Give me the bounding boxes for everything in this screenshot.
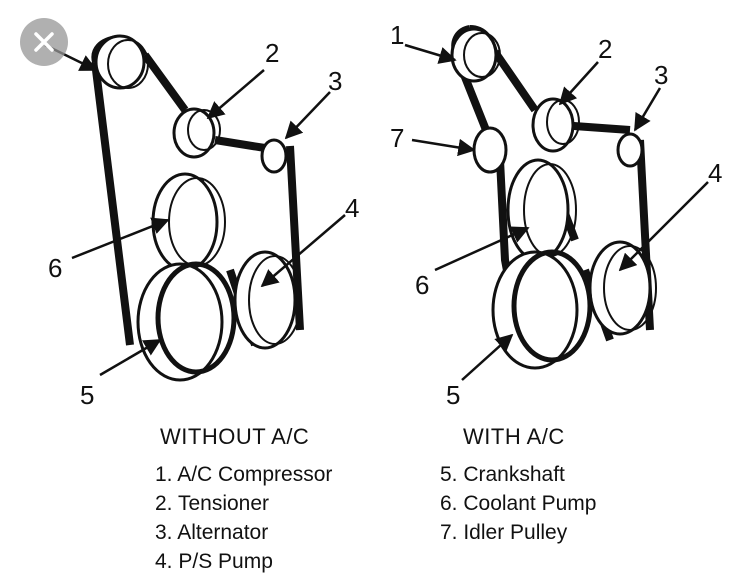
right-crank-pulley bbox=[491, 250, 579, 370]
left-arrow-crank bbox=[99, 338, 162, 377]
legend-column-1: 1. A/C Compressor 2. Tensioner 3. Altern… bbox=[155, 460, 332, 576]
right-arrow-idler bbox=[411, 138, 476, 157]
left-label-pspump: 4 bbox=[345, 193, 360, 223]
left-label-coolant: 6 bbox=[48, 253, 63, 283]
right-label-tensioner: 2 bbox=[598, 34, 613, 64]
right-coolant-pulley bbox=[506, 158, 570, 262]
left-crank-pulley bbox=[136, 262, 224, 382]
without-ac-diagram bbox=[44, 34, 346, 382]
left-alternator-pulley bbox=[260, 138, 288, 174]
right-compressor-pulley bbox=[450, 27, 498, 83]
right-tensioner-pulley bbox=[531, 97, 575, 153]
caption-without-ac: WITHOUT A/C bbox=[160, 424, 310, 449]
right-arrow-crank bbox=[461, 333, 514, 381]
legend-item-alternator: 3. Alternator bbox=[155, 521, 269, 544]
legend-item-idler: 7. Idler Pulley bbox=[440, 521, 568, 544]
right-label-pspump: 4 bbox=[708, 158, 723, 188]
left-arrow-coolant bbox=[71, 217, 170, 260]
legend-item-tensioner: 2. Tensioner bbox=[155, 492, 270, 515]
right-idler-pulley bbox=[472, 126, 508, 174]
left-arrow-pspump bbox=[260, 214, 346, 288]
right-label-coolant: 6 bbox=[415, 270, 430, 300]
left-label-tensioner: 2 bbox=[265, 38, 280, 68]
right-ps-pulley bbox=[588, 240, 652, 336]
right-label-compressor: 1 bbox=[390, 20, 405, 50]
right-arrow-pspump bbox=[618, 181, 709, 272]
left-tensioner-pulley bbox=[172, 107, 216, 159]
right-label-crankshaft: 5 bbox=[446, 380, 461, 410]
left-ps-pulley bbox=[233, 250, 297, 350]
right-arrow-tensioner bbox=[558, 61, 599, 106]
right-arrow-coolant bbox=[434, 226, 530, 272]
right-label-alternator: 3 bbox=[654, 60, 669, 90]
legend-item-pspump: 4. P/S Pump bbox=[155, 550, 273, 573]
left-label-alternator: 3 bbox=[328, 66, 343, 96]
right-alternator-pulley bbox=[616, 132, 644, 168]
with-ac-diagram bbox=[404, 25, 709, 381]
right-label-idler: 7 bbox=[390, 123, 405, 153]
legend-column-2: 5. Crankshaft 6. Coolant Pump 7. Idler P… bbox=[440, 460, 596, 547]
legend-item-crankshaft: 5. Crankshaft bbox=[440, 463, 565, 486]
close-icon bbox=[34, 32, 54, 52]
left-label-crankshaft: 5 bbox=[80, 380, 95, 410]
close-button[interactable] bbox=[20, 18, 68, 66]
left-arrow-alternator bbox=[284, 91, 331, 140]
left-belt bbox=[91, 52, 304, 347]
right-arrow-alternator bbox=[633, 87, 662, 132]
caption-with-ac: WITH A/C bbox=[463, 424, 565, 449]
left-arrow-tensioner bbox=[206, 69, 265, 120]
legend-item-coolant: 6. Coolant Pump bbox=[440, 492, 597, 515]
left-compressor-pulley bbox=[94, 34, 146, 90]
right-arrow-compressor bbox=[404, 43, 457, 64]
legend-item-compressor: 1. A/C Compressor bbox=[155, 463, 333, 486]
